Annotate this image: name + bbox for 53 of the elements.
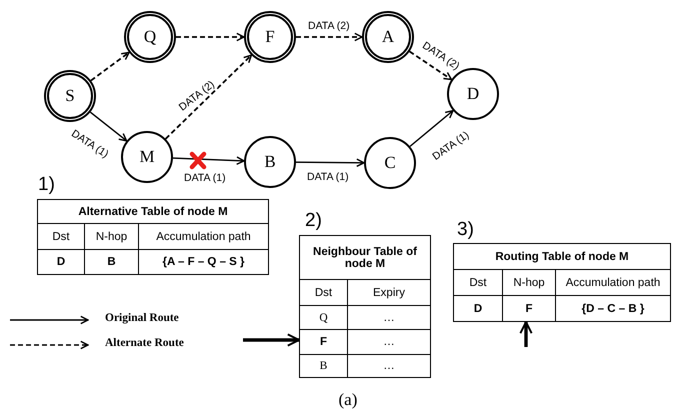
table xyxy=(37,199,269,275)
arrow xyxy=(410,110,454,147)
table-cell: D xyxy=(38,250,85,275)
column-header: Dst xyxy=(300,280,348,306)
caption: (a) xyxy=(338,390,358,410)
table-cell: … xyxy=(348,330,431,355)
double-circle-node: S xyxy=(44,70,96,122)
table-cell: {D – C – B } xyxy=(556,296,671,322)
column-header: Dst xyxy=(38,224,85,250)
table-cell: … xyxy=(348,355,431,378)
edge-label: DATA (1) xyxy=(306,171,350,183)
table-cell: B xyxy=(85,250,139,275)
edge-label: DATA (1) xyxy=(183,172,227,184)
circle-node: C xyxy=(364,137,416,189)
circle-node: B xyxy=(244,136,296,188)
table-cell: … xyxy=(348,306,431,330)
table-cell: {A – F – Q – S } xyxy=(139,250,269,275)
table-cell: F xyxy=(503,296,556,322)
arrow xyxy=(164,54,252,140)
panel-number: 1) xyxy=(38,174,55,196)
column-header: Expiry xyxy=(348,280,431,306)
arrow xyxy=(409,50,452,80)
table xyxy=(453,243,671,322)
table xyxy=(299,235,431,378)
arrow xyxy=(90,52,130,82)
double-circle-node: A xyxy=(362,11,414,63)
column-header: Accumulation path xyxy=(556,270,671,296)
table-cell: D xyxy=(454,296,503,322)
arrow xyxy=(172,156,245,165)
arrow xyxy=(90,112,128,142)
table-cell: B xyxy=(300,355,348,378)
circle-node: M xyxy=(121,131,173,183)
arrow xyxy=(176,32,245,42)
panel-number: 3) xyxy=(457,219,474,241)
double-circle-node: Q xyxy=(124,11,176,63)
arrow xyxy=(296,32,363,42)
column-header: N-hop xyxy=(503,270,556,296)
column-header: Accumulation path xyxy=(139,224,269,250)
table-cell: Q xyxy=(300,306,348,330)
column-header: N-hop xyxy=(85,224,139,250)
table-title: Neighbour Table of node M xyxy=(300,236,431,280)
table-cell: F xyxy=(300,330,348,355)
panel-number: 2) xyxy=(305,210,322,232)
edge-label: DATA (2) xyxy=(307,20,351,32)
table-title: Routing Table of node M xyxy=(454,244,671,270)
legend-text: Original Route xyxy=(105,312,179,324)
arrow xyxy=(519,321,533,347)
table-title: Alternative Table of node M xyxy=(38,200,269,224)
double-circle-node: F xyxy=(244,11,296,63)
column-header: Dst xyxy=(454,270,503,296)
arrow xyxy=(296,158,365,168)
arrow xyxy=(243,333,300,347)
legend-text: Alternate Route xyxy=(105,337,184,349)
